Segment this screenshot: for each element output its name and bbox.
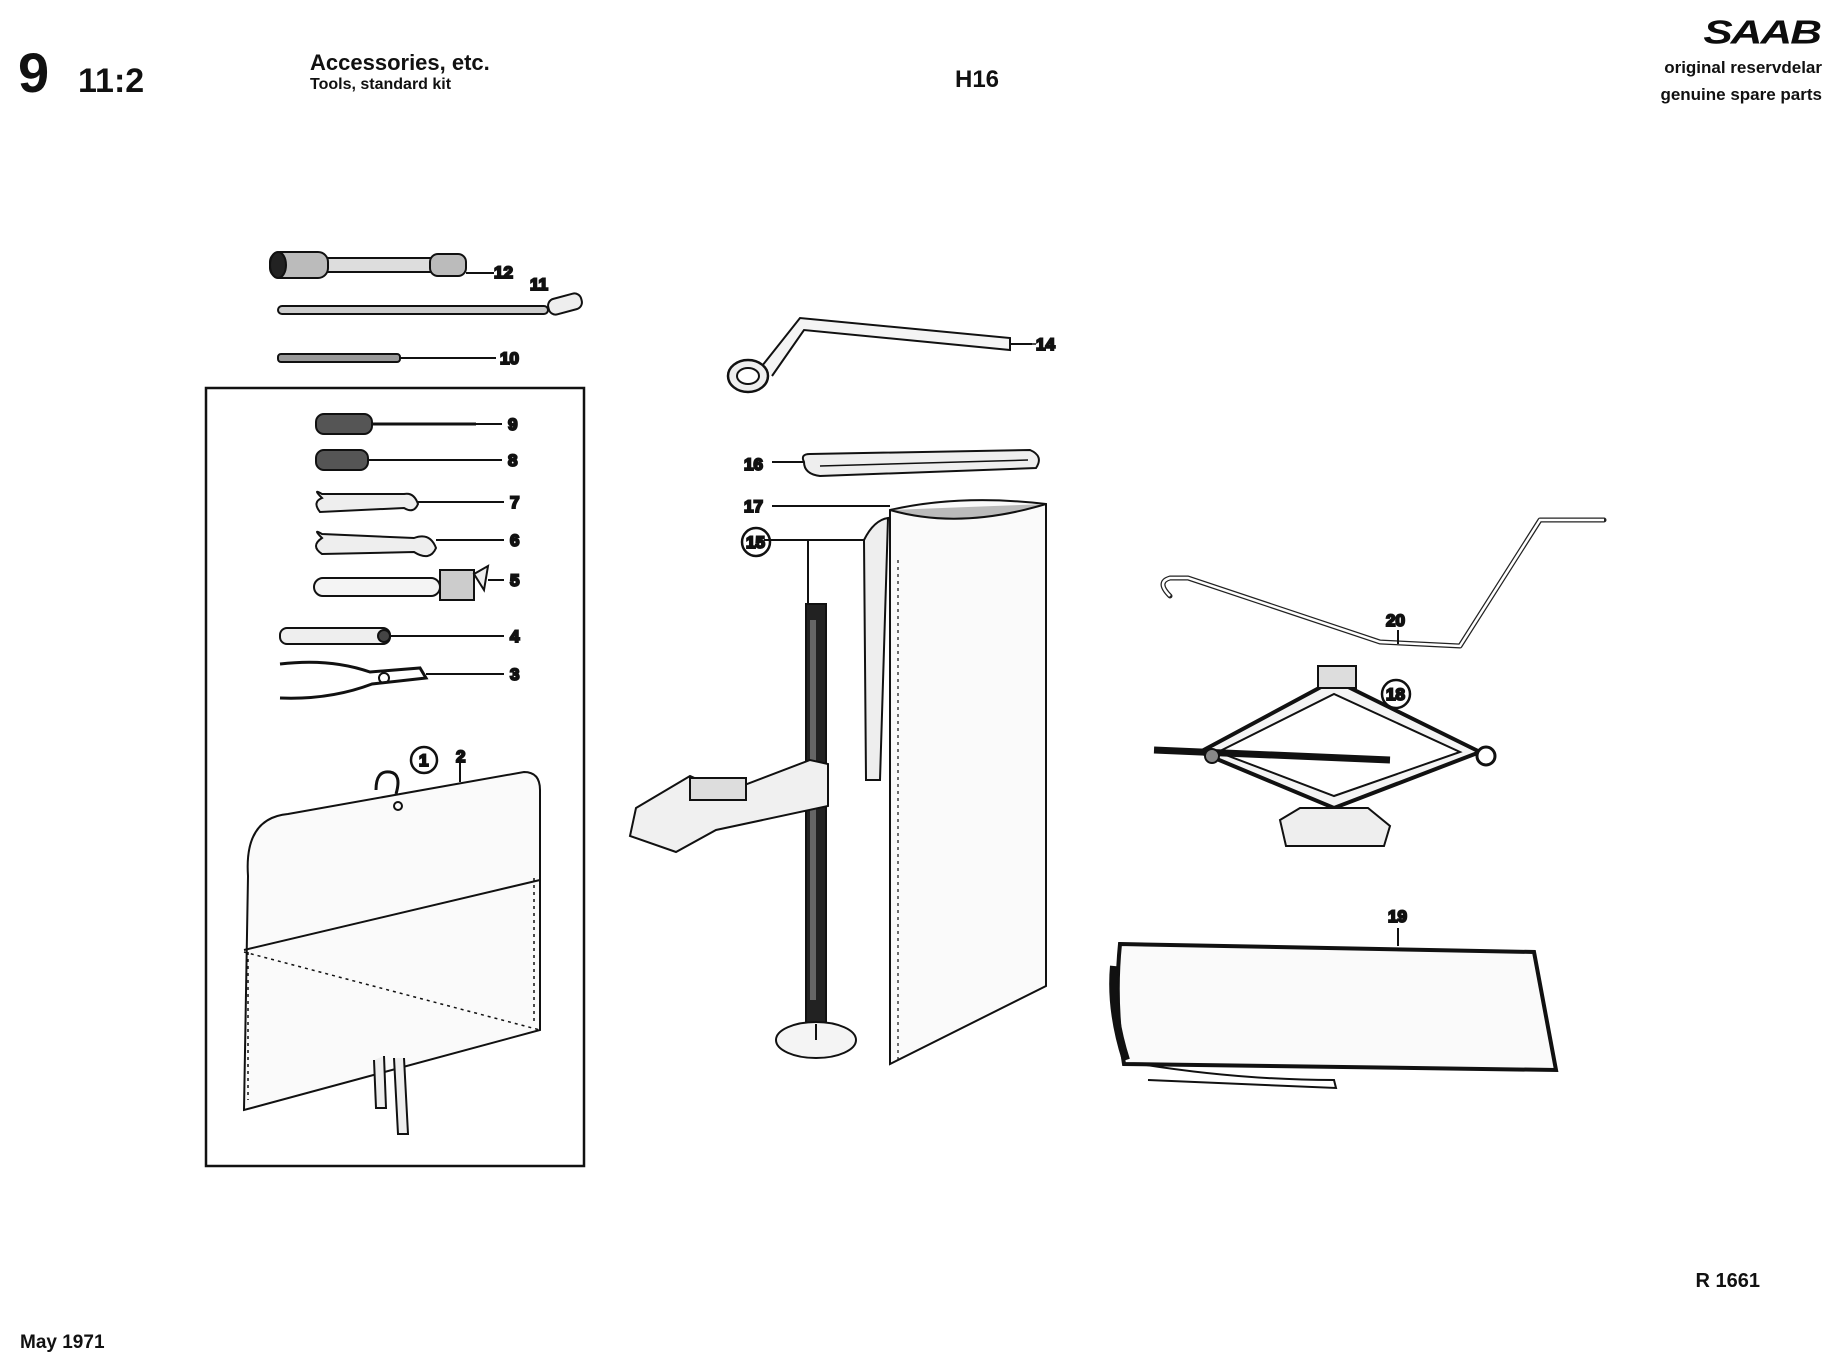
callout-11: 11: [530, 275, 548, 294]
pliers-drawing: [279, 660, 504, 700]
callout-14: 14: [1036, 335, 1055, 354]
callout-19: 19: [1388, 907, 1407, 926]
pin-drawing: [277, 353, 496, 363]
screwdriver-large-drawing: [315, 413, 502, 435]
callout-18: 18: [1386, 685, 1405, 704]
callout-17: 17: [744, 497, 763, 516]
callout-6: 6: [510, 531, 519, 550]
callout-3: 3: [510, 665, 519, 684]
jack-handle-drawing: [772, 448, 1040, 478]
callout-1-circle: [409, 745, 439, 775]
tube-spanner-drawing: [279, 627, 504, 645]
callout-7: 7: [510, 493, 519, 512]
tool-roll-frame: [204, 386, 586, 1168]
post-jack-drawing: [628, 526, 880, 1059]
adjustable-wrench-drawing: [313, 564, 504, 601]
callout-5: 5: [510, 571, 519, 590]
box-spanner-drawing: [269, 251, 494, 279]
callout-12: 12: [494, 263, 513, 282]
open-end-wrench-7-drawing: [315, 490, 504, 514]
brand-tagline-english: genuine spare parts: [1660, 85, 1822, 104]
issue-date: May 1971: [20, 1332, 105, 1353]
page-title: Accessories, etc.: [310, 50, 490, 75]
callout-15: 15: [746, 533, 765, 552]
jack-bag-drawing: [772, 499, 1047, 1066]
callout-1: 1: [419, 751, 428, 770]
callout-8: 8: [508, 451, 517, 470]
tool-roll-bag-drawing: [242, 762, 541, 1135]
scissor-jack-drawing: [1153, 665, 1497, 847]
brand-tagline-swedish: original reservdelar: [1664, 58, 1822, 77]
drawing-reference: R 1661: [1695, 1270, 1761, 1292]
screwdriver-small-drawing: [315, 449, 502, 471]
tommy-bar-drawing: [277, 292, 583, 316]
saab-logo: SAAB: [1703, 14, 1822, 51]
model-code: H16: [955, 66, 1000, 93]
jack-crank-rod-drawing: [1160, 517, 1607, 649]
callout-2: 2: [456, 747, 465, 766]
callout-9: 9: [508, 415, 517, 434]
section-number: 11:2: [78, 62, 145, 100]
open-end-wrench-6-drawing: [315, 530, 504, 558]
callout-16: 16: [744, 455, 763, 474]
mat-drawing: [1109, 928, 1559, 1090]
callout-10: 10: [500, 349, 519, 368]
callout-4: 4: [510, 627, 520, 646]
wheel-brace-drawing: [726, 316, 1032, 394]
callout-20: 20: [1386, 611, 1405, 630]
page-subtitle: Tools, standard kit: [310, 76, 452, 93]
group-number: 9: [18, 41, 50, 104]
